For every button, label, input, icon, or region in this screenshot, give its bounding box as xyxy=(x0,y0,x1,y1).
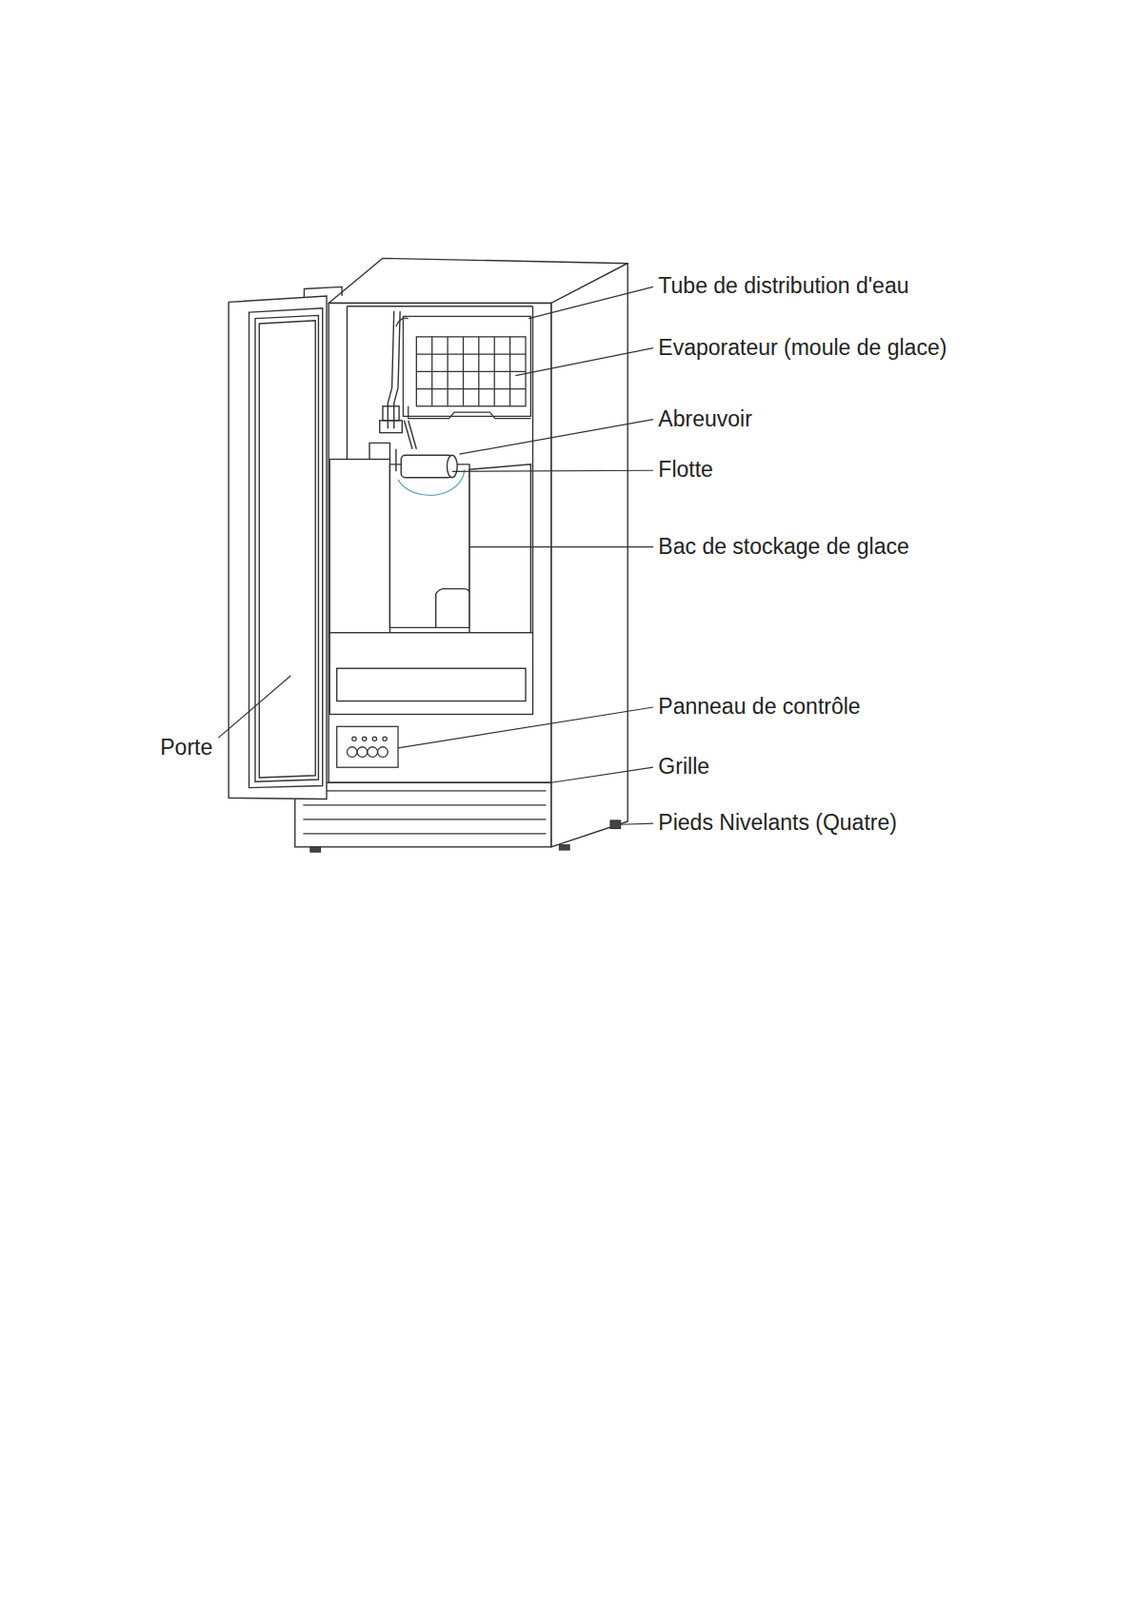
cabinet xyxy=(303,258,628,847)
part-label: Evaporateur (moule de glace) xyxy=(657,336,947,360)
evaporator xyxy=(396,316,531,419)
control-panel xyxy=(337,726,399,768)
water-tube xyxy=(369,311,417,459)
part-label: Tube de distribution d'eau xyxy=(657,275,909,299)
float xyxy=(396,449,465,497)
grille xyxy=(295,782,552,848)
ice-storage-bin xyxy=(329,458,533,715)
leader-lines xyxy=(218,286,654,825)
part-label: Bac de stockage de glace xyxy=(657,535,909,559)
leveling-feet xyxy=(310,820,621,853)
part-label: Grille xyxy=(657,755,710,779)
part-label: Pieds Nivelants (Quatre) xyxy=(657,811,897,836)
part-label: Porte xyxy=(159,736,213,760)
part-label: Abreuvoir xyxy=(657,407,752,432)
part-label: Flotte xyxy=(657,458,714,482)
door xyxy=(228,296,327,799)
part-label: Panneau de contrôle xyxy=(657,695,860,719)
